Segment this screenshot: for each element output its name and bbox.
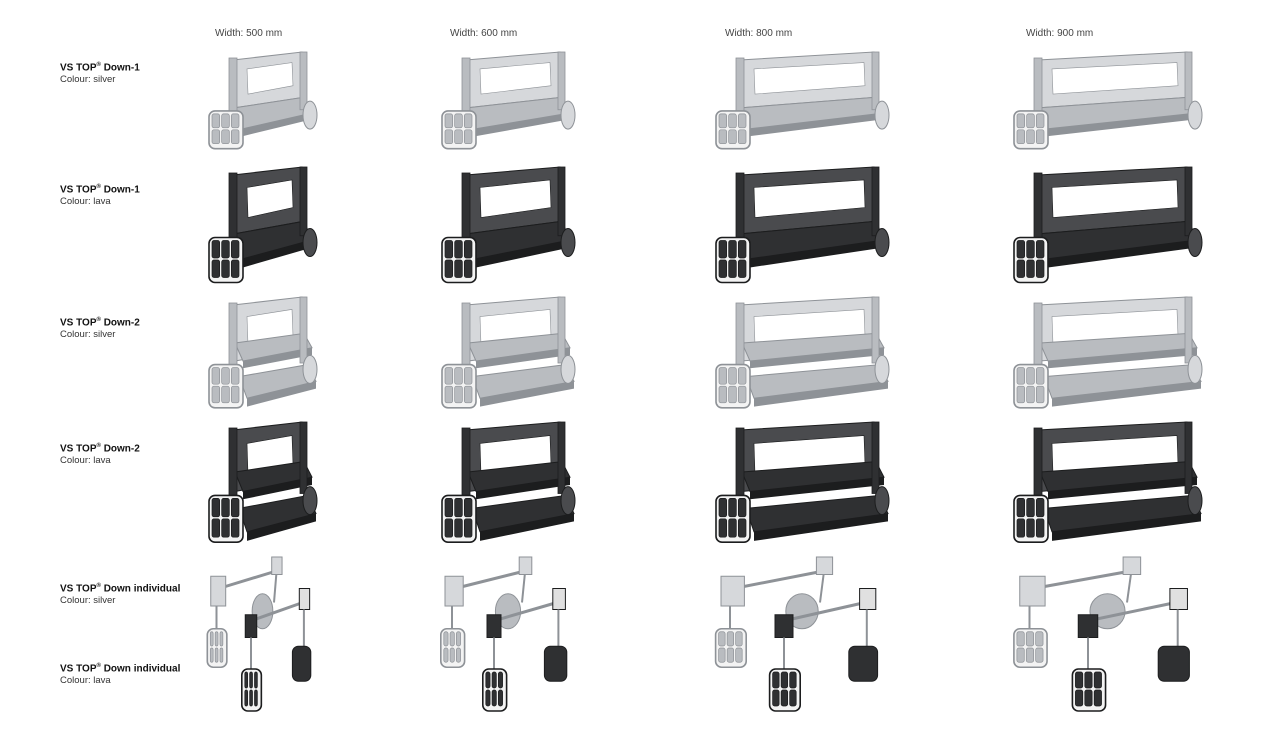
row-title: VS TOP® Down-1 <box>60 62 140 74</box>
column-header-500: Width: 500 mm <box>215 28 283 39</box>
row-label-individual-lava: VS TOP® Down individual Colour: lava <box>60 660 180 686</box>
row-title: VS TOP® Down individual <box>60 663 181 675</box>
product-illustration <box>441 296 576 409</box>
product-illustration <box>715 51 890 150</box>
product-image-down-2-silver-col3 <box>1010 295 1205 415</box>
row-colour: Colour: silver <box>60 74 116 86</box>
product-image-down-2-lava-col0 <box>205 420 320 550</box>
product-illustration <box>1013 556 1190 712</box>
product-image-down-1-silver-col3 <box>1010 50 1205 155</box>
product-illustration <box>714 556 879 712</box>
row-label-individual-silver: VS TOP® Down individual Colour: silver <box>60 580 180 606</box>
row-colour: Colour: silver <box>60 329 116 341</box>
product-illustration <box>208 421 318 544</box>
product-image-down-1-lava-col0 <box>205 165 320 290</box>
row-label-down1-silver: VS TOP® Down-1 Colour: silver <box>60 59 140 85</box>
row-title: VS TOP® Down individual <box>60 583 181 595</box>
product-illustration <box>441 166 576 284</box>
product-illustration <box>208 166 318 284</box>
product-image-down-2-lava-col1 <box>438 420 578 550</box>
product-image-down-1-silver-col1 <box>438 50 578 155</box>
product-illustration <box>715 166 890 284</box>
row-colour: Colour: silver <box>60 595 116 607</box>
product-illustration <box>1013 51 1203 150</box>
row-title: VS TOP® Down-1 <box>60 184 140 196</box>
product-image-down-2-silver-col0 <box>205 295 320 415</box>
product-image-down-1-lava-col2 <box>712 165 892 290</box>
product-image-down-1-silver-col2 <box>712 50 892 155</box>
row-label-down2-lava: VS TOP® Down-2 Colour: lava <box>60 440 140 466</box>
row-title: VS TOP® Down-2 <box>60 317 140 329</box>
product-image-individual-mixed-col0 <box>205 550 320 725</box>
row-label-down2-silver: VS TOP® Down-2 Colour: silver <box>60 314 140 340</box>
row-colour: Colour: lava <box>60 196 111 208</box>
product-illustration <box>208 296 318 409</box>
product-illustration <box>441 51 576 150</box>
product-illustration <box>441 421 576 544</box>
product-image-individual-mixed-col1 <box>438 550 578 725</box>
row-colour: Colour: lava <box>60 455 111 467</box>
column-header-800: Width: 800 mm <box>725 28 793 39</box>
product-image-down-2-silver-col1 <box>438 295 578 415</box>
product-illustration <box>206 556 312 712</box>
product-image-down-1-lava-col3 <box>1010 165 1205 290</box>
column-header-600: Width: 600 mm <box>450 28 518 39</box>
product-image-down-2-lava-col2 <box>712 420 892 550</box>
row-title: VS TOP® Down-2 <box>60 443 140 455</box>
product-illustration <box>1013 421 1203 544</box>
product-illustration <box>715 296 890 409</box>
product-image-down-2-lava-col3 <box>1010 420 1205 550</box>
product-image-down-1-silver-col0 <box>205 50 320 155</box>
row-colour: Colour: lava <box>60 675 111 687</box>
product-illustration <box>439 556 568 712</box>
column-header-900: Width: 900 mm <box>1026 28 1094 39</box>
product-image-individual-mixed-col2 <box>712 550 892 725</box>
product-image-down-2-silver-col2 <box>712 295 892 415</box>
product-illustration <box>208 51 318 150</box>
product-illustration <box>1013 296 1203 409</box>
product-illustration <box>1013 166 1203 284</box>
row-label-down1-lava: VS TOP® Down-1 Colour: lava <box>60 181 140 207</box>
product-image-individual-mixed-col3 <box>1010 550 1205 725</box>
product-illustration <box>715 421 890 544</box>
product-image-down-1-lava-col1 <box>438 165 578 290</box>
